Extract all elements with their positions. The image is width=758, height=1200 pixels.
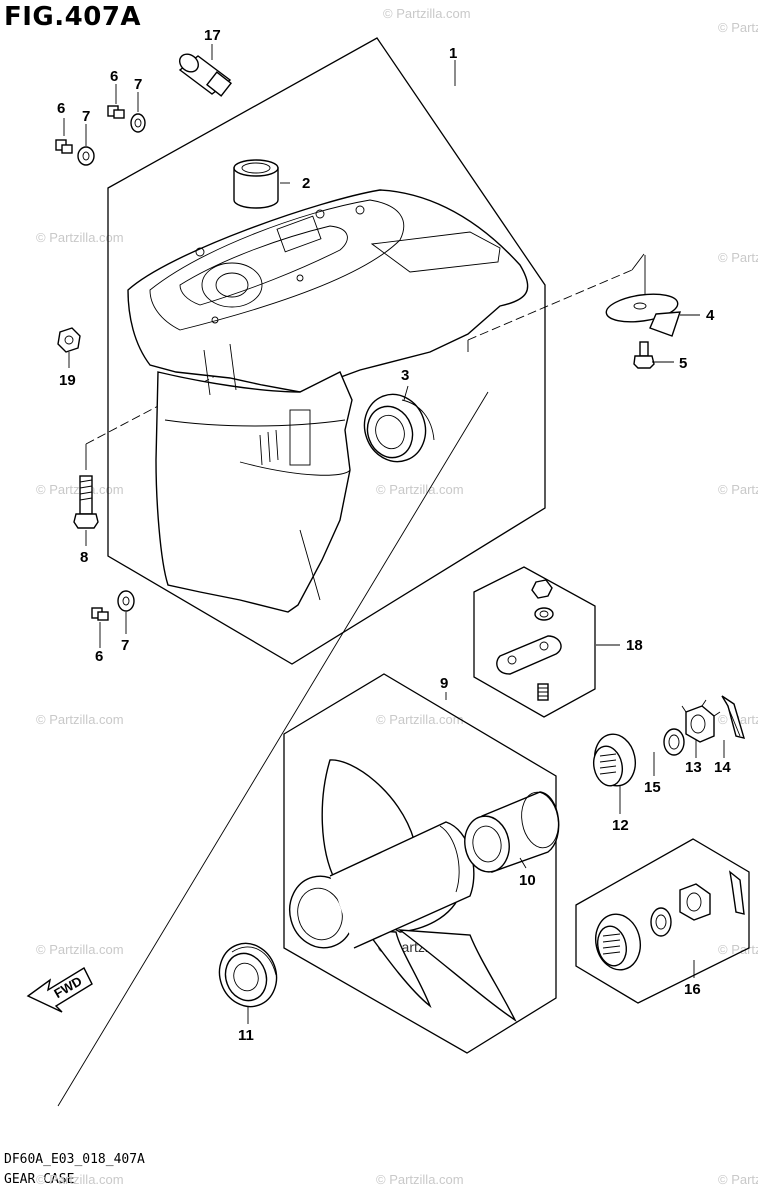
watermark: © Partzilla.com bbox=[718, 20, 758, 35]
callout-17: 17 bbox=[204, 27, 221, 44]
callout-7: 7 bbox=[121, 637, 129, 654]
watermark: © Partzilla.com bbox=[376, 1172, 464, 1187]
nut-part-13 bbox=[681, 699, 721, 743]
fwd-direction-arrow: FWD bbox=[26, 967, 93, 1013]
plate-kit-part-18 bbox=[496, 579, 562, 701]
callout-10: 10 bbox=[519, 872, 536, 889]
plate-kit-group-outline bbox=[473, 566, 596, 718]
propeller-part-9 bbox=[289, 759, 517, 1023]
callout-18: 18 bbox=[626, 637, 643, 654]
gear-case-group-outline bbox=[107, 37, 546, 665]
callout-7: 7 bbox=[82, 108, 90, 125]
watermark: © Partzilla.com bbox=[376, 482, 464, 497]
callout-7: 7 bbox=[134, 76, 142, 93]
figure-title: FIG.407A bbox=[4, 2, 142, 32]
callout-9: 9 bbox=[440, 675, 448, 692]
callout-3: 3 bbox=[401, 367, 409, 384]
callout-12: 12 bbox=[612, 817, 629, 834]
callout-15: 15 bbox=[644, 779, 661, 796]
watermark: © Partzilla.com bbox=[383, 6, 471, 21]
bolts-and-washers bbox=[55, 105, 146, 621]
sleeve-part-2 bbox=[233, 159, 279, 209]
watermark: © Partzilla.com bbox=[718, 482, 758, 497]
seal-part-3 bbox=[363, 393, 435, 463]
bolt-part-5 bbox=[633, 341, 655, 369]
watermark: © Partzilla.com bbox=[36, 230, 124, 245]
dashed-line bbox=[467, 269, 633, 341]
washer-part-15 bbox=[663, 728, 685, 756]
group-outlines bbox=[107, 37, 750, 1054]
watermark-layer: © Partzilla.com © Partzilla.com © Partzi… bbox=[36, 6, 758, 1187]
assembly-lines bbox=[57, 253, 646, 1107]
callout-6: 6 bbox=[95, 648, 103, 665]
callout-5: 5 bbox=[679, 355, 687, 372]
callout-13: 13 bbox=[685, 759, 702, 776]
watermark: © Partzilla.com bbox=[718, 1172, 758, 1187]
callout-6: 6 bbox=[57, 100, 65, 117]
callout-4: 4 bbox=[706, 307, 715, 324]
callout-19: 19 bbox=[59, 372, 76, 389]
watermark: © Partzilla.com bbox=[36, 1172, 124, 1187]
bushing-part-10 bbox=[464, 791, 560, 873]
figure-code: DF60A_E03_018_407A bbox=[4, 1152, 145, 1167]
callout-11: 11 bbox=[238, 1027, 254, 1044]
callout-2: 2 bbox=[302, 175, 310, 192]
callout-16: 16 bbox=[684, 981, 701, 998]
gear-case-housing bbox=[127, 189, 529, 613]
anode-part-4 bbox=[605, 293, 681, 337]
spacer-part-12 bbox=[592, 733, 636, 787]
callout-6: 6 bbox=[110, 68, 118, 85]
watermark: © Partzilla.com bbox=[718, 942, 758, 957]
leader-lines bbox=[63, 44, 725, 1024]
bolt-part-8 bbox=[73, 475, 99, 529]
callout-14: 14 bbox=[714, 759, 731, 776]
shaft-axis-line bbox=[57, 391, 489, 1107]
figure-caption: GEAR CASE bbox=[4, 1172, 75, 1187]
watermark: © Partzilla.com bbox=[376, 712, 464, 727]
watermark: © Partzilla.com bbox=[718, 250, 758, 265]
callout-8: 8 bbox=[80, 549, 88, 566]
watermark: © Partzilla.com bbox=[36, 942, 124, 957]
watermark: © Partzilla.com bbox=[36, 712, 124, 727]
propeller-nut-kit-outline bbox=[575, 838, 750, 1004]
callout-1: 1 bbox=[449, 45, 457, 62]
cotter-pin-part-14 bbox=[721, 695, 746, 739]
nut-part-19 bbox=[57, 327, 81, 353]
callout-labels: 1 2 3 4 5 6 6 6 7 7 7 8 9 10 11 12 13 14… bbox=[57, 27, 731, 1044]
fitting-part-17 bbox=[178, 53, 232, 97]
nut-kit-part-16 bbox=[595, 870, 745, 971]
thrust-holder-part-11 bbox=[218, 942, 278, 1008]
propeller-group-outline bbox=[283, 673, 557, 1054]
